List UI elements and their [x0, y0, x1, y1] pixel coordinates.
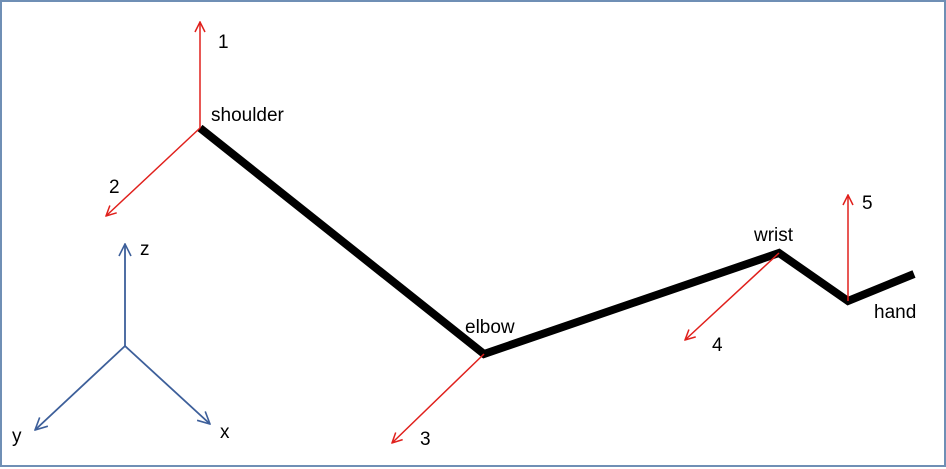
axis-number-3: 3: [420, 429, 431, 450]
joint-label-wrist: wrist: [753, 225, 794, 246]
axis-number-4: 4: [712, 335, 723, 356]
world-axis-x-label: x: [220, 422, 230, 443]
axis-arrow-2: [106, 127, 201, 216]
joint-label-hand: hand: [874, 302, 916, 323]
joint-label-elbow: elbow: [465, 317, 515, 338]
axis-number-5: 5: [862, 193, 873, 214]
axis-number-2: 2: [109, 177, 120, 198]
joint-label-shoulder: shoulder: [211, 105, 285, 126]
axis-arrow-3: [392, 353, 485, 443]
world-axis-x-arrow: [124, 345, 210, 424]
arm-links: [197, 124, 916, 359]
world-axis-y-label: y: [12, 426, 22, 447]
world-axis-y-arrow: [35, 345, 126, 430]
axis-number-1: 1: [218, 32, 229, 53]
axis-arrow-4: [685, 252, 780, 340]
world-axis-z-label: z: [140, 239, 150, 260]
